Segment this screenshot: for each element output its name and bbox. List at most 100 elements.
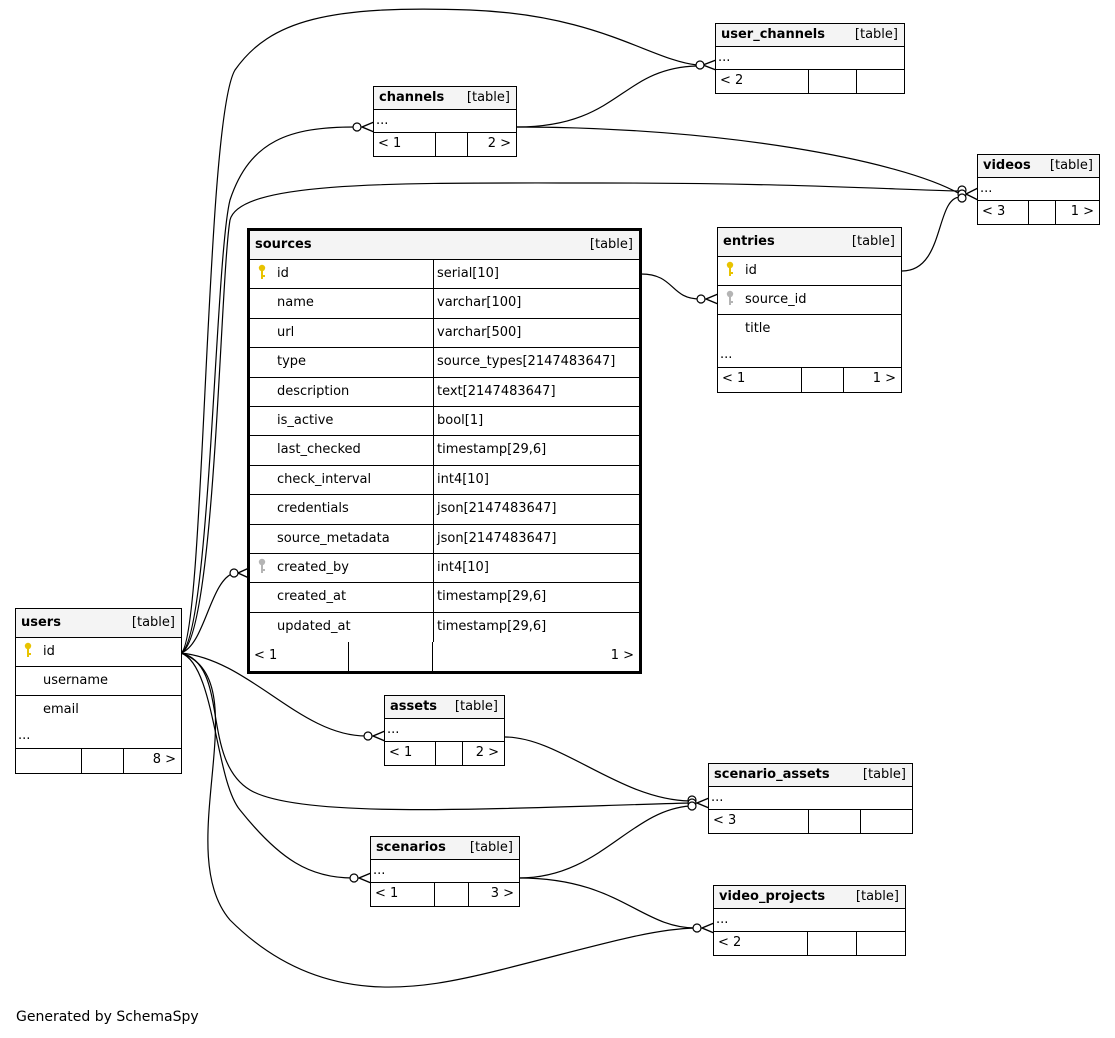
table-scenarios[interactable]: scenarios [table] ... < 1 3 >	[370, 836, 520, 907]
column-name: source_metadata	[277, 530, 390, 546]
parents-count[interactable]: < 1	[385, 742, 436, 765]
table-name: sources	[255, 237, 312, 252]
children-count[interactable]: 2 >	[487, 136, 511, 151]
column-count	[349, 642, 433, 672]
table-name: scenarios	[376, 840, 446, 855]
column-type: varchar[100]	[433, 289, 521, 318]
columns-row: ...	[16, 725, 181, 749]
table-name: videos	[983, 158, 1031, 173]
column-type: json[2147483647]	[433, 495, 556, 524]
table-header: channels [table]	[374, 87, 516, 110]
columns-row: ...	[714, 909, 905, 932]
table-footer: < 1 1 >	[250, 642, 639, 672]
parents-count[interactable]: < 2	[716, 70, 809, 93]
parents-count[interactable]: < 1	[371, 883, 435, 906]
parents-count[interactable]: < 1	[374, 133, 436, 156]
columns-row: ...	[718, 344, 901, 368]
table-footer: < 2	[714, 932, 905, 955]
children-count[interactable]: 3 >	[490, 886, 514, 901]
column-row[interactable]: credentials json[2147483647]	[250, 495, 639, 525]
children-count[interactable]: 1 >	[610, 648, 634, 664]
children-count[interactable]: 8 >	[152, 752, 176, 767]
column-row[interactable]: title	[718, 315, 901, 344]
parents-count[interactable]: < 2	[714, 932, 808, 955]
column-row[interactable]: id	[16, 638, 181, 667]
table-scenario-assets[interactable]: scenario_assets [table] ... < 3	[708, 763, 913, 834]
column-count	[809, 70, 857, 93]
table-footer: < 1 2 >	[385, 742, 504, 765]
column-count	[809, 810, 861, 833]
table-type: [table]	[1049, 158, 1093, 173]
table-footer: 8 >	[16, 749, 181, 773]
table-name: assets	[390, 699, 438, 714]
parents-count[interactable]: < 3	[709, 810, 809, 833]
column-type: bool[1]	[433, 406, 483, 436]
column-count	[436, 742, 463, 765]
parents-count[interactable]: < 3	[978, 201, 1029, 224]
parents-count[interactable]: < 1	[718, 368, 802, 392]
columns-ellipsis: ...	[720, 347, 733, 362]
column-type: text[2147483647]	[433, 377, 556, 406]
children-count[interactable]: 1 >	[1070, 204, 1094, 219]
table-videos[interactable]: videos [table] ... < 3 1 >	[977, 154, 1100, 225]
parents-count[interactable]: < 1	[250, 642, 349, 672]
edge-users-video-projects	[180, 652, 697, 988]
children-count[interactable]: 2 >	[475, 745, 499, 760]
table-footer: < 1 1 >	[718, 368, 901, 392]
primary-key-icon	[726, 261, 734, 276]
table-header: video_projects [table]	[714, 886, 905, 909]
table-video-projects[interactable]: video_projects [table] ... < 2	[713, 885, 906, 956]
column-row[interactable]: username	[16, 667, 181, 696]
table-header: scenarios [table]	[371, 837, 519, 860]
foreign-key-icon	[258, 558, 266, 573]
column-type: json[2147483647]	[433, 524, 556, 553]
table-type: [table]	[589, 237, 633, 252]
column-count	[436, 133, 468, 156]
edge-users-channels	[180, 126, 356, 654]
column-row[interactable]: source_id	[718, 286, 901, 315]
children-count[interactable]	[861, 810, 912, 833]
column-type: int4[10]	[433, 553, 489, 583]
table-header: user_channels [table]	[716, 24, 904, 47]
columns-row: ...	[385, 719, 504, 742]
table-header: entries [table]	[718, 228, 901, 257]
children-count[interactable]: 1 >	[872, 371, 896, 386]
table-footer: < 3	[709, 810, 912, 833]
parents-count[interactable]	[16, 749, 82, 773]
table-footer: < 3 1 >	[978, 201, 1099, 224]
column-row[interactable]: source_metadata json[2147483647]	[250, 524, 639, 554]
children-count[interactable]	[857, 932, 905, 955]
column-count	[1029, 201, 1056, 224]
children-count[interactable]	[857, 70, 904, 93]
table-channels[interactable]: channels [table] ... < 1 2 >	[373, 86, 517, 157]
table-type: [table]	[131, 615, 175, 630]
table-user-channels[interactable]: user_channels [table] ... < 2	[715, 23, 905, 94]
column-name: title	[745, 321, 771, 336]
columns-row: ...	[716, 47, 904, 70]
column-row[interactable]: id	[718, 257, 901, 286]
column-row[interactable]: email	[16, 696, 181, 725]
columns-ellipsis: ...	[711, 790, 724, 805]
table-assets[interactable]: assets [table] ... < 1 2 >	[384, 695, 505, 766]
table-footer: < 1 2 >	[374, 133, 516, 156]
columns-ellipsis: ...	[387, 722, 400, 737]
table-type: [table]	[454, 699, 498, 714]
columns-ellipsis: ...	[376, 113, 389, 128]
columns-row: ...	[374, 110, 516, 133]
column-name: credentials	[277, 501, 349, 517]
